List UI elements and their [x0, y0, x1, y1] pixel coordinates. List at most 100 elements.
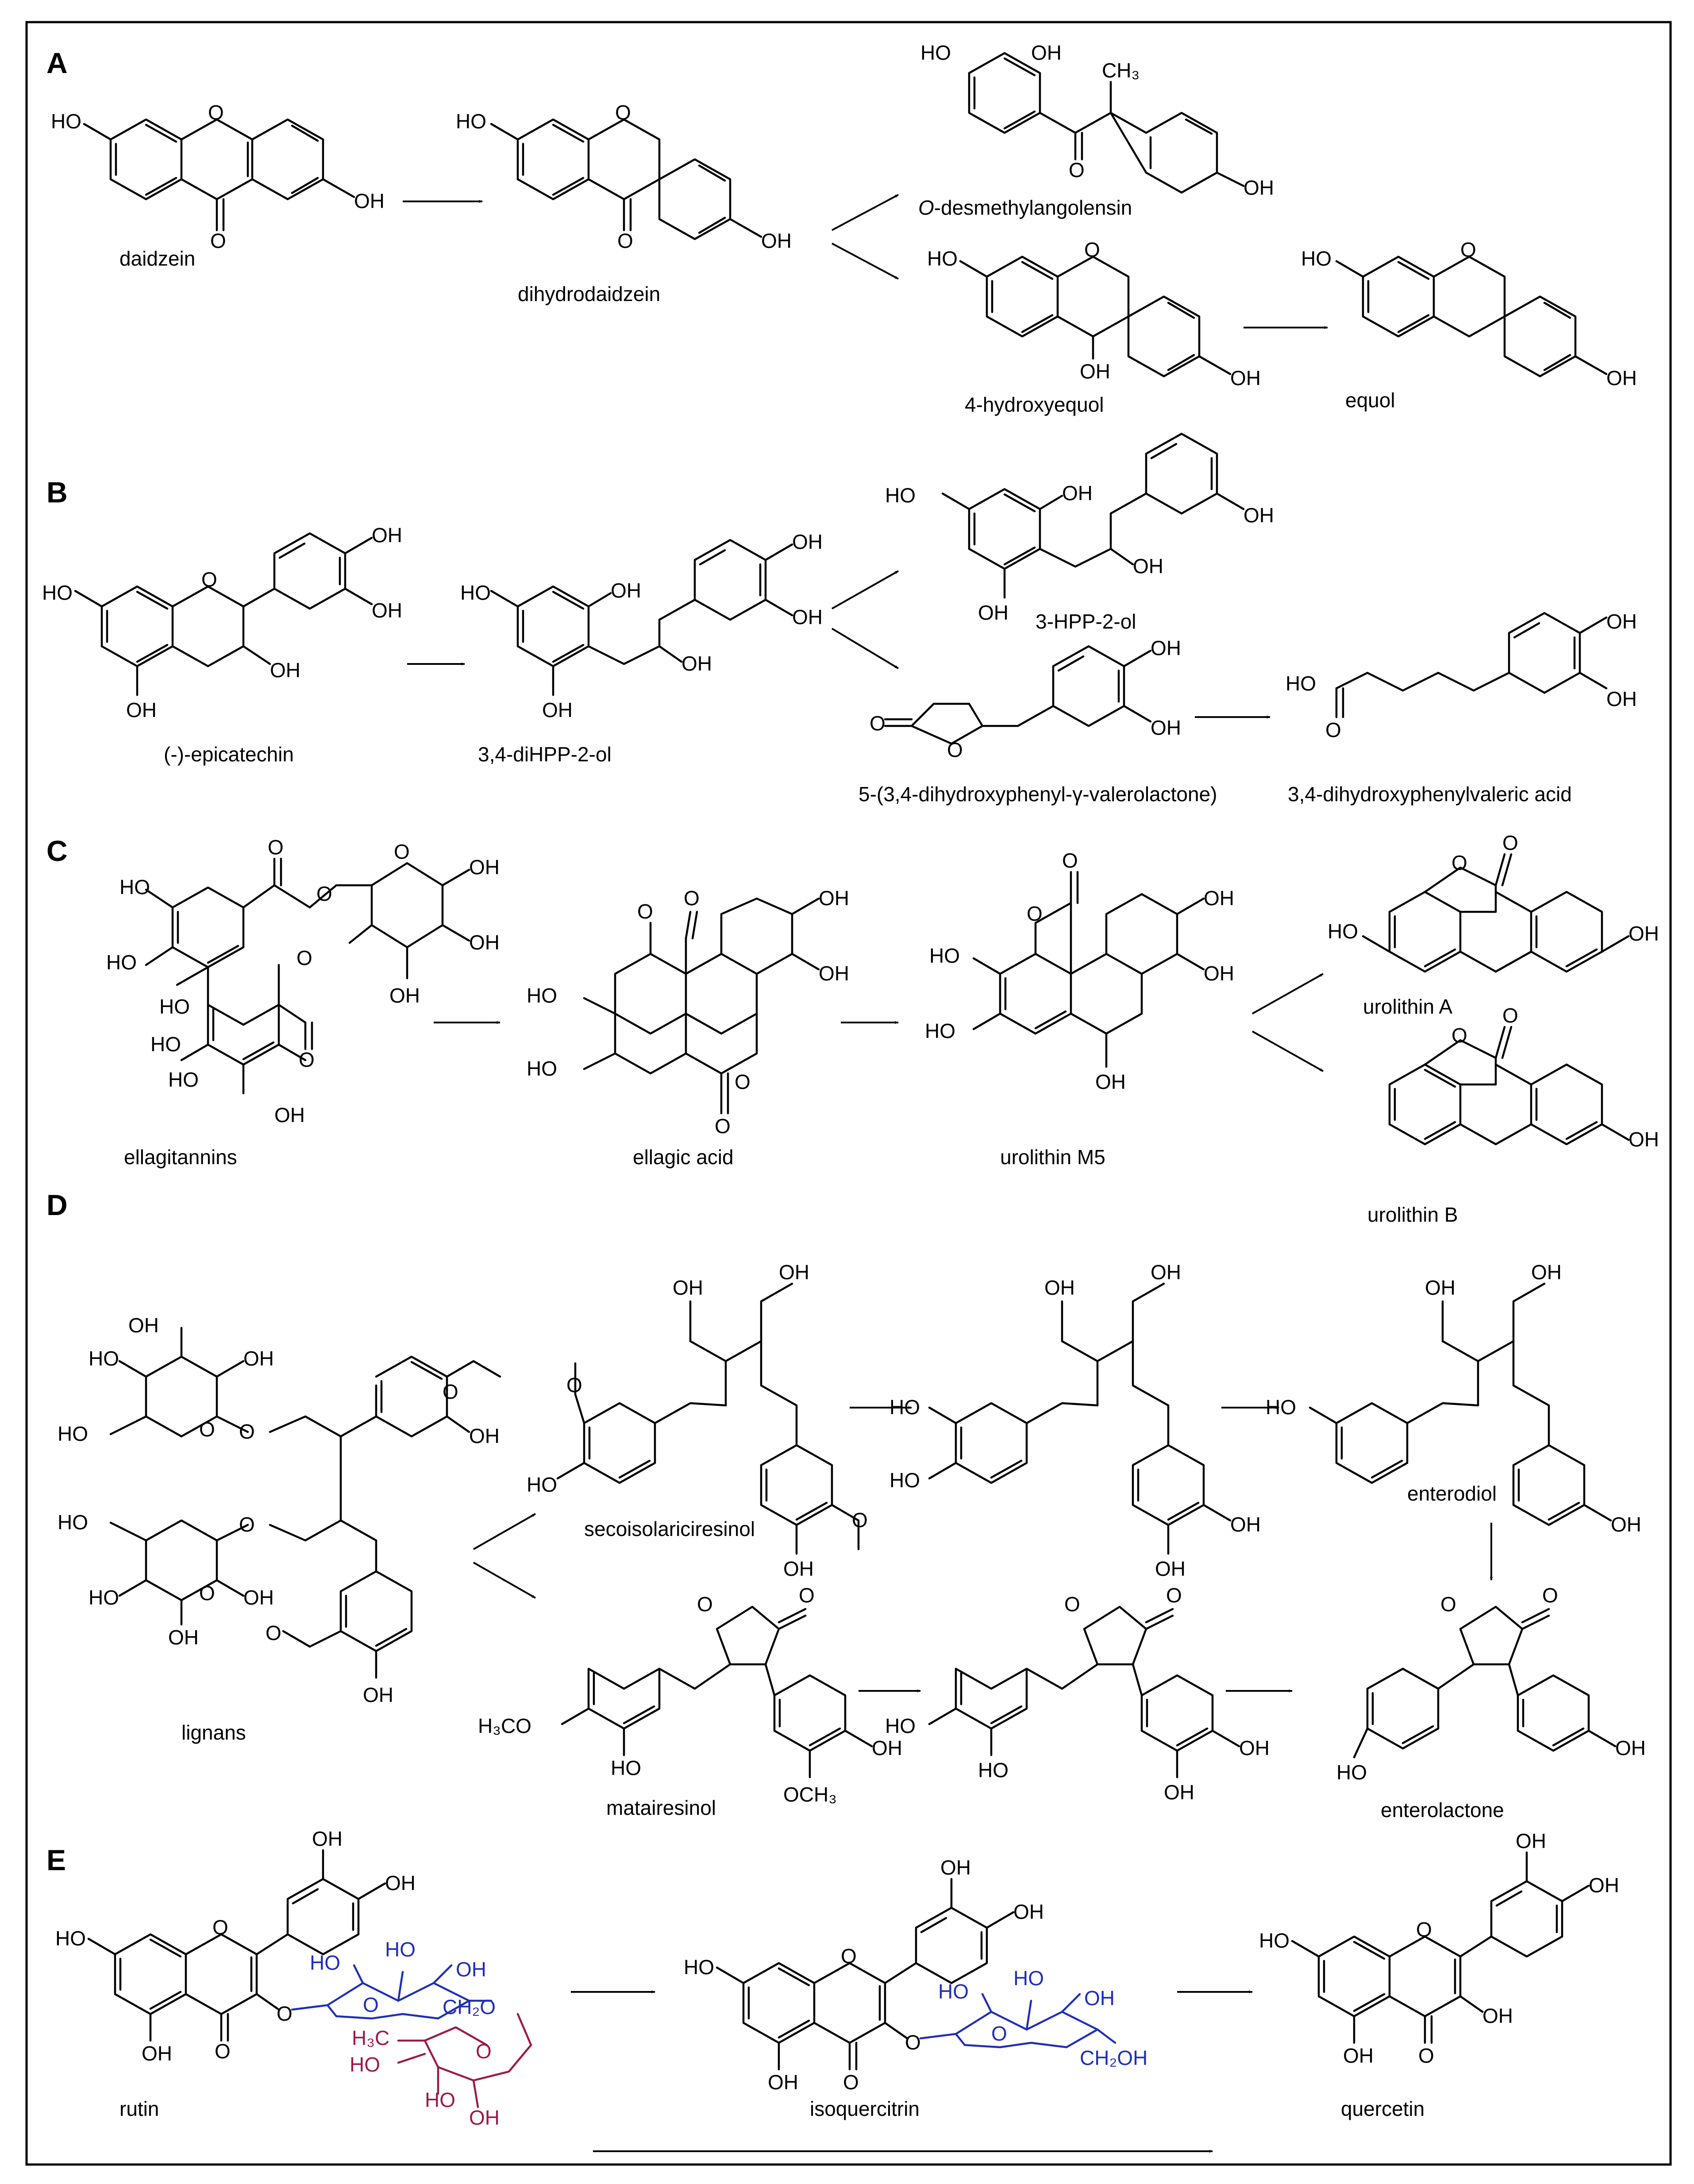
svg-text:OH: OH — [1080, 360, 1110, 383]
arrow-c4 — [1252, 1030, 1324, 1072]
svg-text:OH: OH — [1531, 1261, 1562, 1284]
panel-label-d: D — [46, 1188, 68, 1221]
svg-text:OH: OH — [469, 856, 500, 879]
svg-text:OH: OH — [469, 931, 500, 954]
rutin-glucose: HO HO OH O CH₂O — [291, 1938, 496, 2020]
structure-matairesinol-intermediate: O O HO HO OH OH — [885, 1584, 1270, 1804]
structure-phenylvaleric-acid: HO O OH OH — [1286, 610, 1637, 741]
svg-text:HO: HO — [925, 1019, 955, 1042]
svg-text:OH: OH — [761, 229, 792, 252]
svg-text:HO: HO — [1301, 247, 1332, 270]
svg-text:O: O — [266, 1621, 281, 1644]
svg-text:HO: HO — [119, 876, 150, 899]
svg-text:H₃CO: H₃CO — [478, 1714, 531, 1737]
arrow-d1 — [473, 1513, 536, 1550]
svg-text:O: O — [1062, 849, 1078, 872]
svg-text:HO: HO — [929, 944, 960, 967]
svg-text:OH: OH — [1230, 1513, 1261, 1536]
svg-text:HO: HO — [89, 1586, 119, 1609]
structure-3-4-dihpp-2-ol: HO OH OH OH OH OH — [460, 530, 823, 722]
svg-text:OH: OH — [372, 524, 402, 547]
svg-text:HO: HO — [684, 1956, 714, 1979]
svg-text:O: O — [799, 1584, 815, 1607]
svg-text:O: O — [476, 2040, 492, 2063]
svg-text:HO: HO — [425, 2088, 455, 2111]
structure-urolithin-a: O O HO OH — [1328, 831, 1659, 973]
svg-text:O: O — [1451, 1024, 1467, 1047]
svg-text:OH: OH — [1606, 687, 1637, 710]
svg-text:O: O — [1418, 2044, 1434, 2067]
svg-text:OH: OH — [1062, 482, 1093, 505]
label-quercetin: quercetin — [1341, 2097, 1424, 2120]
structure-quercetin: HO O O OH OH OH OH — [1259, 1829, 1619, 2067]
arrow-b3 — [831, 628, 899, 669]
label-epicatechin: (-)-epicatechin — [164, 743, 294, 766]
svg-text:OH: OH — [354, 189, 385, 212]
svg-text:O: O — [852, 1509, 868, 1532]
svg-text:OH: OH — [126, 698, 157, 722]
svg-text:OH: OH — [1244, 504, 1274, 527]
panel-e: E HO O O OH OH OH O HO HO OH — [46, 1827, 1619, 2153]
svg-text:O: O — [617, 229, 633, 252]
svg-text:O: O — [215, 2040, 231, 2063]
svg-text:HO: HO — [150, 1033, 181, 1056]
svg-text:OH: OH — [1589, 1874, 1619, 1897]
structure-secoisolariciresinol: OH OH O HO OH O — [527, 1261, 868, 1580]
svg-text:O: O — [991, 2022, 1007, 2045]
svg-text:OH: OH — [1155, 1557, 1186, 1580]
svg-text:O: O — [1084, 238, 1100, 261]
svg-text:O: O — [239, 1513, 255, 1536]
svg-text:OH: OH — [978, 601, 1009, 624]
label-4-hydroxyequol: 4-hydroxyequol — [965, 393, 1104, 416]
structure-ellagic-acid: O O O O HO HO OH OH — [527, 887, 849, 1138]
svg-text:HO: HO — [927, 247, 958, 270]
svg-text:O: O — [870, 712, 886, 735]
svg-text:HO: HO — [1266, 1396, 1296, 1419]
svg-text:OH: OH — [385, 1871, 416, 1895]
svg-text:HO: HO — [611, 1756, 641, 1779]
svg-text:OH: OH — [542, 698, 573, 722]
svg-text:OH: OH — [681, 652, 712, 675]
svg-text:OH: OH — [243, 1586, 274, 1609]
svg-text:OH: OH — [819, 887, 849, 910]
svg-text:HO: HO — [58, 1511, 88, 1534]
svg-text:HO: HO — [1259, 1929, 1290, 1952]
structure-lignans: OH HO OH HO O O HO O O HO OH OH OH O O O… — [58, 1314, 501, 1706]
rutin-rhamnose: H₃C HO HO OH O — [350, 2013, 532, 2129]
svg-text:OH: OH — [1044, 1276, 1075, 1299]
svg-text:OH: OH — [1425, 1276, 1455, 1299]
panel-label-e: E — [46, 1844, 66, 1876]
svg-text:OH: OH — [1244, 176, 1274, 199]
isoquercitrin-glucose: HO HO OH O CH₂OH — [919, 1967, 1147, 2069]
structure-matairesinol: O O H₃CO HO OH OCH₃ — [478, 1584, 902, 1806]
svg-text:OH: OH — [1343, 2044, 1374, 2067]
svg-text:O: O — [299, 1048, 315, 1071]
svg-text:CH₃: CH₃ — [1102, 59, 1140, 82]
structure-epicatechin: HO O OH OH OH OH — [42, 524, 402, 722]
structure-enterodiol: OH OH HO OH — [1266, 1261, 1641, 1536]
svg-text:O: O — [1064, 1593, 1080, 1616]
svg-text:HO: HO — [889, 1469, 920, 1492]
panel-b: B HO O OH OH OH OH (-)-epicatechin — [42, 432, 1637, 806]
svg-text:O: O — [1069, 158, 1085, 181]
arrow-b2 — [832, 570, 899, 610]
svg-text:O: O — [210, 229, 226, 252]
svg-text:O: O — [566, 1374, 582, 1397]
label-rutin: rutin — [119, 2097, 159, 2120]
svg-text:O: O — [1027, 902, 1043, 925]
label-urolithin-m5: urolithin M5 — [1000, 1146, 1105, 1169]
label-enterodiol: enterodiol — [1407, 1482, 1497, 1505]
svg-text:HO: HO — [42, 581, 73, 604]
svg-text:OH: OH — [469, 2106, 500, 2129]
label-phenylvaleric-acid: 3,4-dihydroxyphenylvaleric acid — [1288, 783, 1572, 806]
svg-text:OH: OH — [792, 530, 823, 553]
svg-text:OH: OH — [469, 1424, 500, 1447]
svg-text:O: O — [843, 2071, 859, 2094]
svg-text:OH: OH — [1204, 962, 1234, 985]
svg-text:OH: OH — [1239, 1736, 1270, 1760]
svg-text:OH: OH — [1151, 637, 1181, 660]
label-3-hpp-2-ol: 3-HPP-2-ol — [1036, 610, 1136, 633]
svg-text:OCH₃: OCH₃ — [783, 1783, 837, 1806]
panel-c: C HO HO HO HO HO OH O O O O O OH — [46, 831, 1659, 1226]
